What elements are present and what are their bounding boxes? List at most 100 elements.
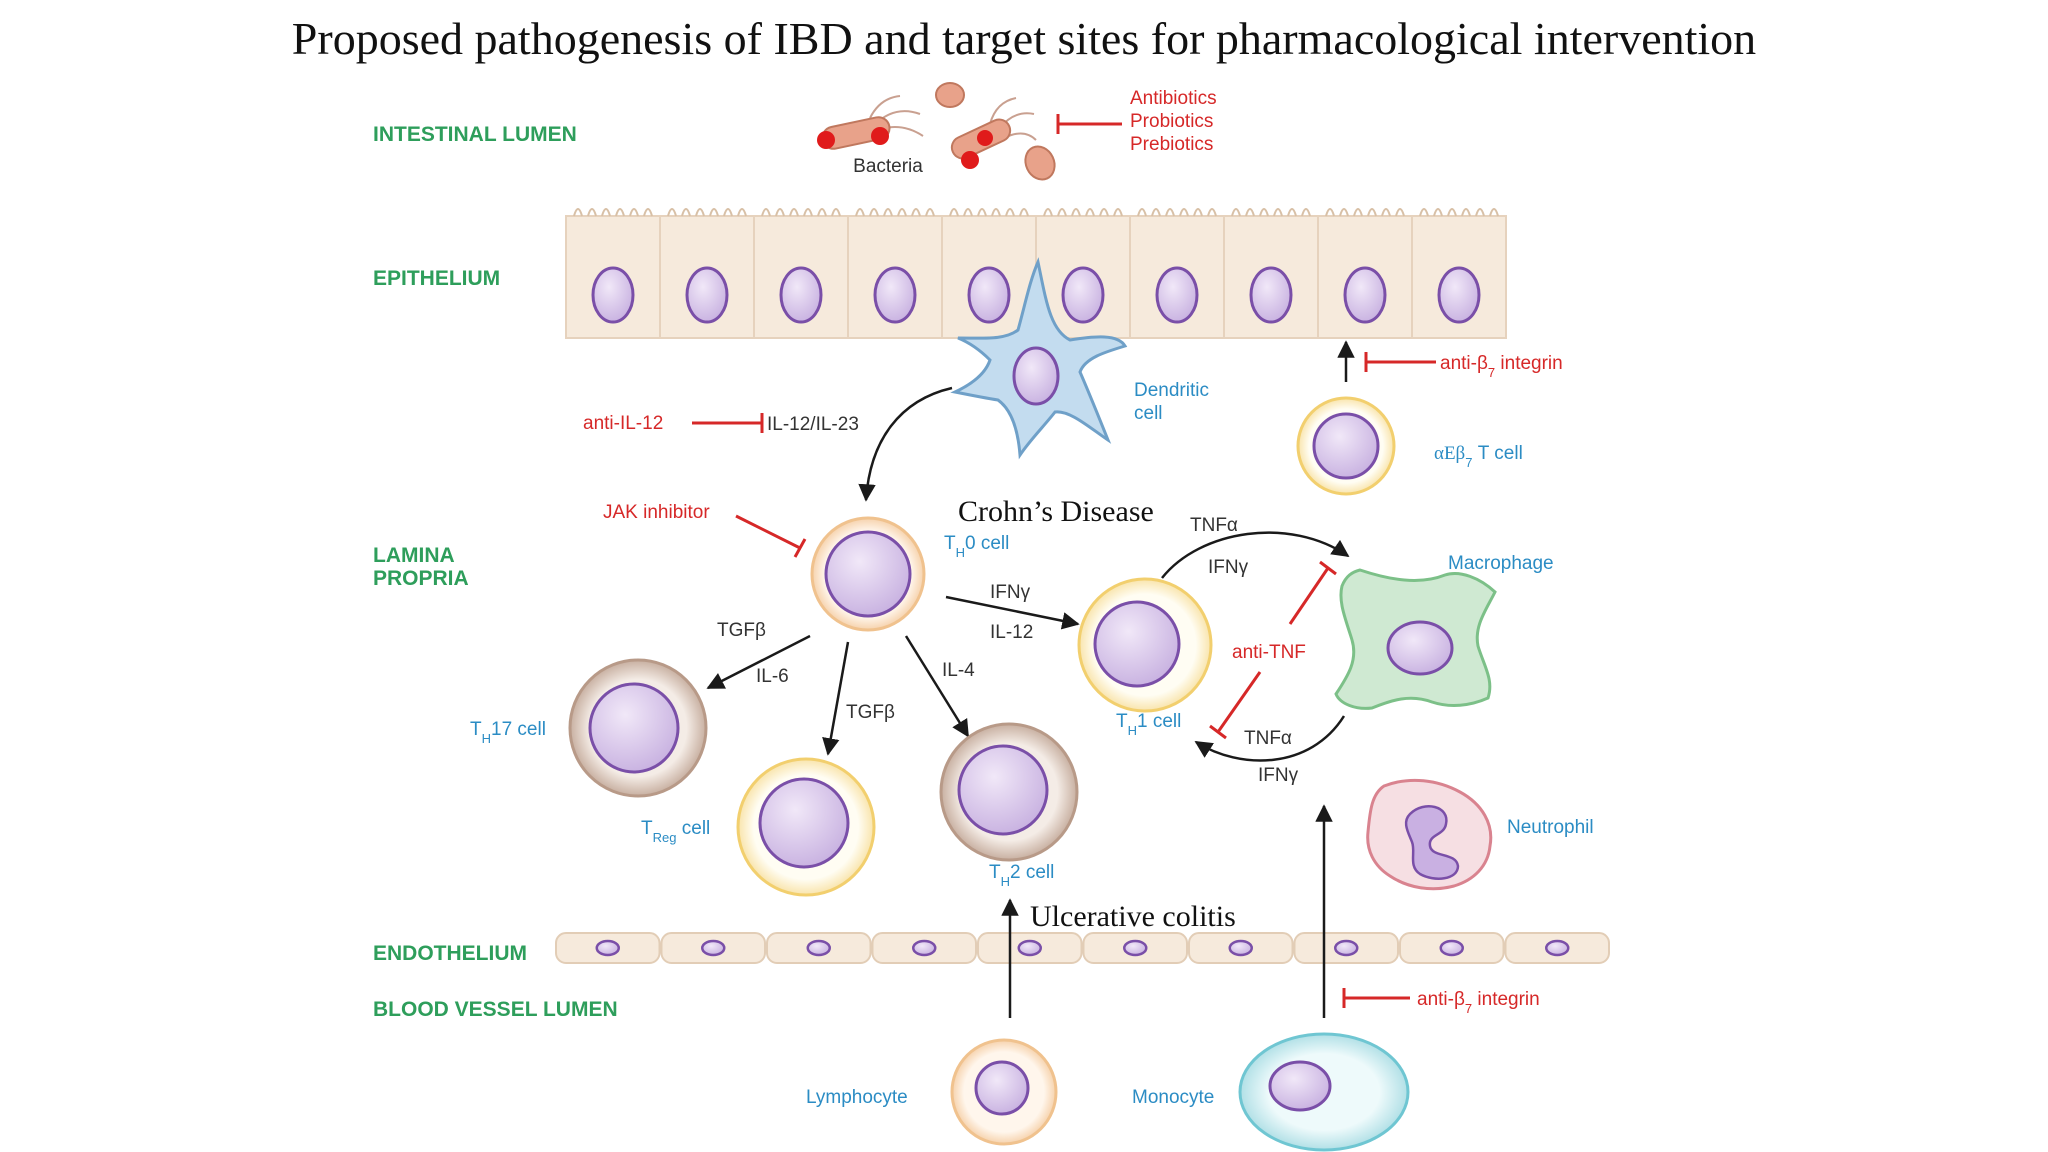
epithelial-cell bbox=[1411, 208, 1507, 339]
bacteria-intervention: Antibiotics Probiotics Prebiotics bbox=[1056, 88, 1217, 155]
th2-cell: TH2 cell bbox=[939, 722, 1079, 889]
lymphocyte-label: Lymphocyte bbox=[806, 1087, 908, 1108]
epithelial-cell bbox=[565, 208, 661, 339]
endothelial-nucleus bbox=[1228, 939, 1253, 957]
arrow-th0-to-th17 bbox=[706, 634, 811, 690]
epithelial-cell bbox=[659, 208, 755, 339]
endothelial-cell bbox=[871, 932, 977, 964]
treg-label: TReg cell bbox=[641, 818, 710, 845]
th17-cell: TH17 cell bbox=[470, 658, 708, 798]
endothelial-cell bbox=[1293, 932, 1399, 964]
endothelial-nucleus bbox=[701, 939, 726, 957]
endothelial-cell bbox=[1399, 932, 1505, 964]
arrow-dc-to-th0 bbox=[858, 386, 953, 502]
th2-label: TH2 cell bbox=[989, 862, 1054, 889]
dendritic-label-1: Dendritic bbox=[1134, 380, 1209, 401]
th17-label: TH17 cell bbox=[470, 719, 546, 746]
anti-il12-inhibition: anti-IL-12 IL-12/IL-23 bbox=[583, 413, 859, 435]
epithelium-layer bbox=[565, 208, 1507, 339]
arrow-th0-to-th2 bbox=[904, 635, 970, 738]
epithelial-cell bbox=[847, 208, 943, 339]
epithelial-nucleus bbox=[1249, 266, 1293, 324]
anti-b7-bottom-inhibition: anti-β7 integrin bbox=[1342, 988, 1540, 1016]
epithelial-cell bbox=[1317, 208, 1413, 339]
region-epithelium: EPITHELIUM bbox=[373, 267, 500, 290]
bacterium-rod bbox=[950, 97, 1037, 169]
cytokine-il4: IL-4 bbox=[942, 660, 975, 681]
jak-inhibition: JAK inhibitor bbox=[603, 502, 807, 558]
aeb7-label: αEβ7 T cell bbox=[1434, 443, 1523, 470]
endothelial-nucleus bbox=[1017, 939, 1042, 957]
region-labels: INTESTINAL LUMEN EPITHELIUM LAMINA PROPR… bbox=[373, 123, 618, 1021]
macrophage: Macrophage bbox=[1334, 553, 1554, 710]
monocyte-label: Monocyte bbox=[1132, 1087, 1214, 1108]
endothelial-nucleus bbox=[1334, 939, 1359, 957]
bacteria-cluster: Bacteria bbox=[817, 82, 1056, 181]
endothelial-nucleus bbox=[912, 939, 937, 957]
annotation-uc: Ulcerative colitis bbox=[1030, 900, 1236, 933]
epithelial-cell bbox=[1129, 208, 1225, 339]
endothelial-nucleus bbox=[595, 939, 620, 957]
aeb7-t-cell: αEβ7 T cell bbox=[1296, 396, 1523, 496]
epithelial-nucleus bbox=[1155, 266, 1199, 324]
drug-anti-b7-top: anti-β7 integrin bbox=[1440, 353, 1563, 380]
endothelial-cell bbox=[977, 932, 1083, 964]
endothelial-cell bbox=[1082, 932, 1188, 964]
arrow-macrophage-to-th1 bbox=[1194, 715, 1346, 762]
dendritic-label-2: cell bbox=[1134, 403, 1163, 424]
cytokine-tnfa-bottom: TNFα bbox=[1244, 728, 1292, 749]
epithelial-nucleus bbox=[1437, 266, 1481, 324]
bacterium-coccus bbox=[935, 82, 965, 108]
cytokine-ifng-bottom: IFNγ bbox=[1258, 765, 1299, 786]
endothelial-cell bbox=[555, 932, 661, 964]
bacteria-label: Bacteria bbox=[853, 156, 923, 177]
drug-probiotics: Probiotics bbox=[1130, 111, 1213, 132]
th1-cell: TH1 cell bbox=[1077, 577, 1213, 738]
drug-anti-tnf: anti-TNF bbox=[1232, 642, 1306, 663]
anti-b7-top-inhibition: anti-β7 integrin bbox=[1364, 352, 1563, 380]
region-blood-vessel-lumen: BLOOD VESSEL LUMEN bbox=[373, 998, 618, 1021]
cytokine-ifng-th1: IFNγ bbox=[990, 582, 1031, 603]
drug-prebiotics: Prebiotics bbox=[1130, 134, 1213, 155]
epithelial-nucleus bbox=[1061, 266, 1105, 324]
bacterium-coccus bbox=[1024, 145, 1056, 181]
cytokine-il12-th1: IL-12 bbox=[990, 622, 1033, 643]
cytokine-tnfa-top: TNFα bbox=[1190, 515, 1238, 536]
drug-antibiotics: Antibiotics bbox=[1130, 88, 1217, 109]
endothelial-nucleus bbox=[1545, 939, 1570, 957]
epithelial-cell bbox=[1035, 208, 1131, 339]
th1-label: TH1 cell bbox=[1116, 711, 1181, 738]
anti-tnf-inhibition: anti-TNF bbox=[1209, 560, 1337, 740]
drug-anti-b7-bottom: anti-β7 integrin bbox=[1417, 989, 1540, 1016]
endothelium-layer bbox=[555, 932, 1610, 964]
epithelial-cell bbox=[753, 208, 849, 339]
cytokine-tgfb-th17: TGFβ bbox=[717, 620, 766, 641]
endothelial-cell bbox=[766, 932, 872, 964]
cytokine-il12-il23: IL-12/IL-23 bbox=[767, 414, 859, 435]
neutrophil-label: Neutrophil bbox=[1507, 817, 1594, 838]
arrow-th0-to-th1 bbox=[945, 595, 1080, 630]
arrow-th0-to-treg bbox=[822, 641, 850, 756]
epithelial-nucleus bbox=[591, 266, 635, 324]
monocyte: Monocyte bbox=[1132, 1032, 1410, 1152]
drug-anti-il12: anti-IL-12 bbox=[583, 413, 663, 434]
th0-label: TH0 cell bbox=[944, 533, 1009, 560]
arrow-th1-to-macrophage bbox=[1161, 531, 1350, 579]
region-lamina-propria-line2: PROPRIA bbox=[373, 567, 469, 590]
region-endothelium: ENDOTHELIUM bbox=[373, 942, 527, 965]
macrophage-label: Macrophage bbox=[1448, 553, 1554, 574]
epithelial-cell bbox=[1223, 208, 1319, 339]
treg-cell: TReg cell bbox=[641, 757, 876, 897]
epithelial-nucleus bbox=[967, 266, 1011, 324]
epithelial-nucleus bbox=[685, 266, 729, 324]
region-lamina-propria-line1: LAMINA bbox=[373, 544, 455, 567]
endothelial-cell bbox=[1504, 932, 1610, 964]
epithelial-nucleus bbox=[779, 266, 823, 324]
epithelial-nucleus bbox=[1343, 266, 1387, 324]
lymphocyte: Lymphocyte bbox=[806, 1038, 1058, 1146]
annotation-crohns: Crohn’s Disease bbox=[958, 495, 1154, 528]
endothelial-cell bbox=[1188, 932, 1294, 964]
region-intestinal-lumen: INTESTINAL LUMEN bbox=[373, 123, 577, 146]
cytokine-ifng-top: IFNγ bbox=[1208, 557, 1249, 578]
